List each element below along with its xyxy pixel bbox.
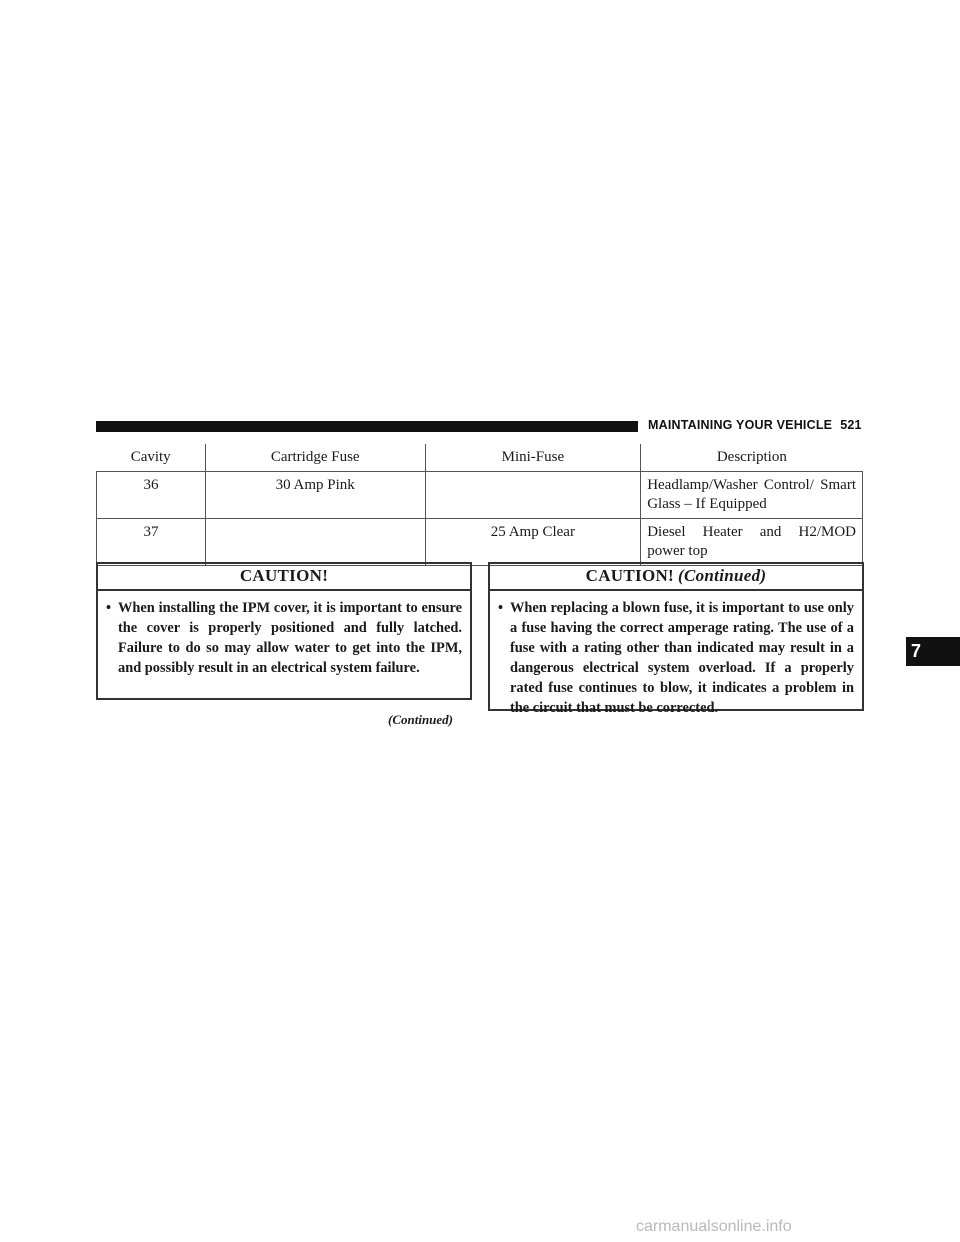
bullet-dot: •	[106, 600, 112, 616]
section-title: MAINTAINING YOUR VEHICLE	[648, 418, 833, 432]
caution-title: CAUTION!(Continued)	[490, 564, 862, 591]
caution-bullet-item: • When installing the IPM cover, it is i…	[106, 598, 462, 678]
running-header: MAINTAINING YOUR VEHICLE 521	[648, 418, 868, 432]
table-row: 36 30 Amp Pink Headlamp/Washer Control/ …	[96, 471, 863, 519]
column-header-description: Description	[640, 444, 863, 472]
description-cell: Headlamp/Washer Control/ Smart Glass – I…	[640, 471, 863, 519]
column-header-cartridge-fuse: Cartridge Fuse	[204, 444, 426, 472]
caution-box-ipm-cover: CAUTION! • When installing the IPM cover…	[96, 562, 472, 700]
caution-text: When installing the IPM cover, it is imp…	[118, 600, 462, 676]
description-cell: Diesel Heater and H2/MOD power top	[640, 518, 863, 566]
caution-title-continued: (Continued)	[678, 566, 767, 585]
caution-body: • When replacing a blown fuse, it is imp…	[490, 591, 862, 728]
column-header-mini-fuse: Mini-Fuse	[424, 444, 641, 472]
chapter-tab: 7	[906, 637, 960, 666]
mini-fuse-cell: 25 Amp Clear	[424, 518, 642, 566]
caution-title: CAUTION!	[98, 564, 470, 591]
bullet-dot: •	[498, 600, 504, 616]
caution-bullet-item: • When replacing a blown fuse, it is imp…	[498, 598, 854, 718]
fuse-table: Cavity Cartridge Fuse Mini-Fuse Descript…	[96, 444, 863, 566]
cartridge-fuse-cell	[204, 518, 426, 566]
cavity-cell: 36	[96, 471, 206, 519]
continued-label: (Continued)	[388, 712, 454, 727]
caution-title-text: CAUTION!	[585, 566, 675, 585]
page-number: 521	[840, 418, 862, 432]
watermark-text: carmanualsonline.info	[636, 1218, 792, 1235]
cavity-cell: 37	[96, 518, 206, 566]
caution-body: • When installing the IPM cover, it is i…	[98, 591, 470, 688]
caution-box-blown-fuse: CAUTION!(Continued) • When replacing a b…	[488, 562, 864, 716]
caution-text: When replacing a blown fuse, it is impor…	[510, 600, 854, 716]
caution-title-text: CAUTION!	[239, 566, 329, 585]
table-header-row: Cavity Cartridge Fuse Mini-Fuse Descript…	[96, 444, 863, 472]
mini-fuse-cell	[424, 471, 642, 519]
header-rule	[96, 421, 638, 432]
cartridge-fuse-cell: 30 Amp Pink	[204, 471, 426, 519]
column-header-cavity: Cavity	[96, 444, 206, 472]
table-row: 37 25 Amp Clear Diesel Heater and H2/MOD…	[96, 518, 863, 566]
